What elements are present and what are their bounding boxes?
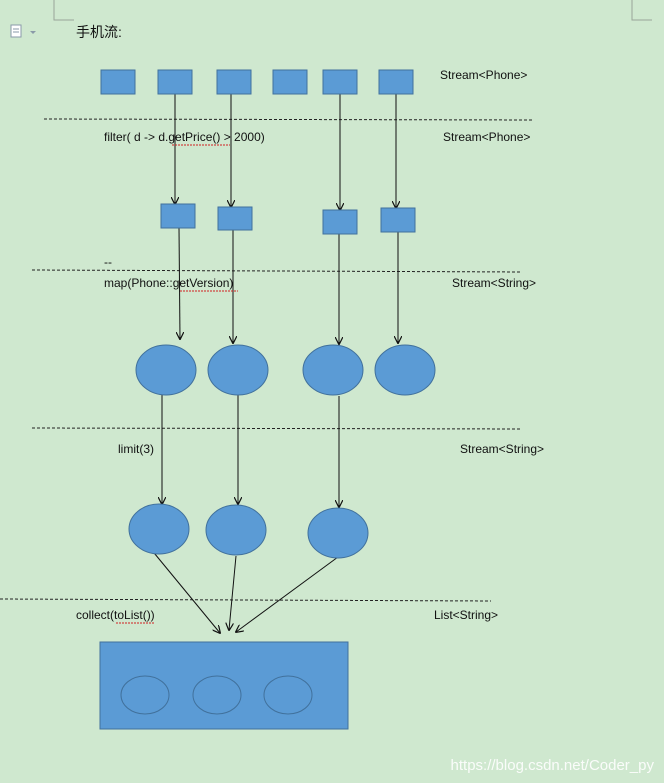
chevron-down-icon [30,31,36,34]
version-circle [135,344,197,396]
version-circle [207,344,269,396]
result-type-label: List<String> [434,608,498,622]
phone-box [380,207,416,233]
phone-box [157,69,193,95]
phone-box [216,69,252,95]
collect-operation-label: collect(toList()) [76,608,155,622]
filter-operation-label: filter( d -> d.getPrice() > 2000) [104,130,265,144]
version-circle [205,504,267,556]
watermark: https://blog.csdn.net/Coder_py [451,757,655,774]
map-operation-label: map(Phone::getVersion) [104,276,233,290]
version-circle [374,344,436,396]
stage0-type-label: Stream<Phone> [440,68,527,82]
list-item [120,675,170,715]
stage3-type-label: Stream<String> [460,442,544,456]
flow-arrows [149,94,398,633]
page-corner-mark-left [53,0,74,21]
stage-separators [0,118,535,602]
list-item [263,675,313,715]
list-item [192,675,242,715]
version-stream-limited [128,503,369,559]
phone-box [322,209,358,235]
phone-box [378,69,414,95]
version-circle [307,507,369,559]
document-icon[interactable] [10,24,36,38]
phone-box [217,206,253,231]
phone-box [272,69,308,95]
phone-box [100,69,136,95]
phone-stream-filtered [160,203,416,235]
version-stream-mapped [135,344,436,396]
result-list [99,641,349,730]
version-circle [302,344,364,396]
stage1-type-label: Stream<Phone> [443,130,530,144]
diagram-title: 手机流: [76,24,122,40]
phone-box [322,69,358,95]
phone-box [160,203,196,229]
stage2-type-label: Stream<String> [452,276,536,290]
dash-mark: -- [104,255,112,269]
phone-stream-source [100,69,414,95]
limit-operation-label: limit(3) [118,442,154,456]
version-circle [128,503,190,555]
page-corner-mark-right [631,0,652,21]
